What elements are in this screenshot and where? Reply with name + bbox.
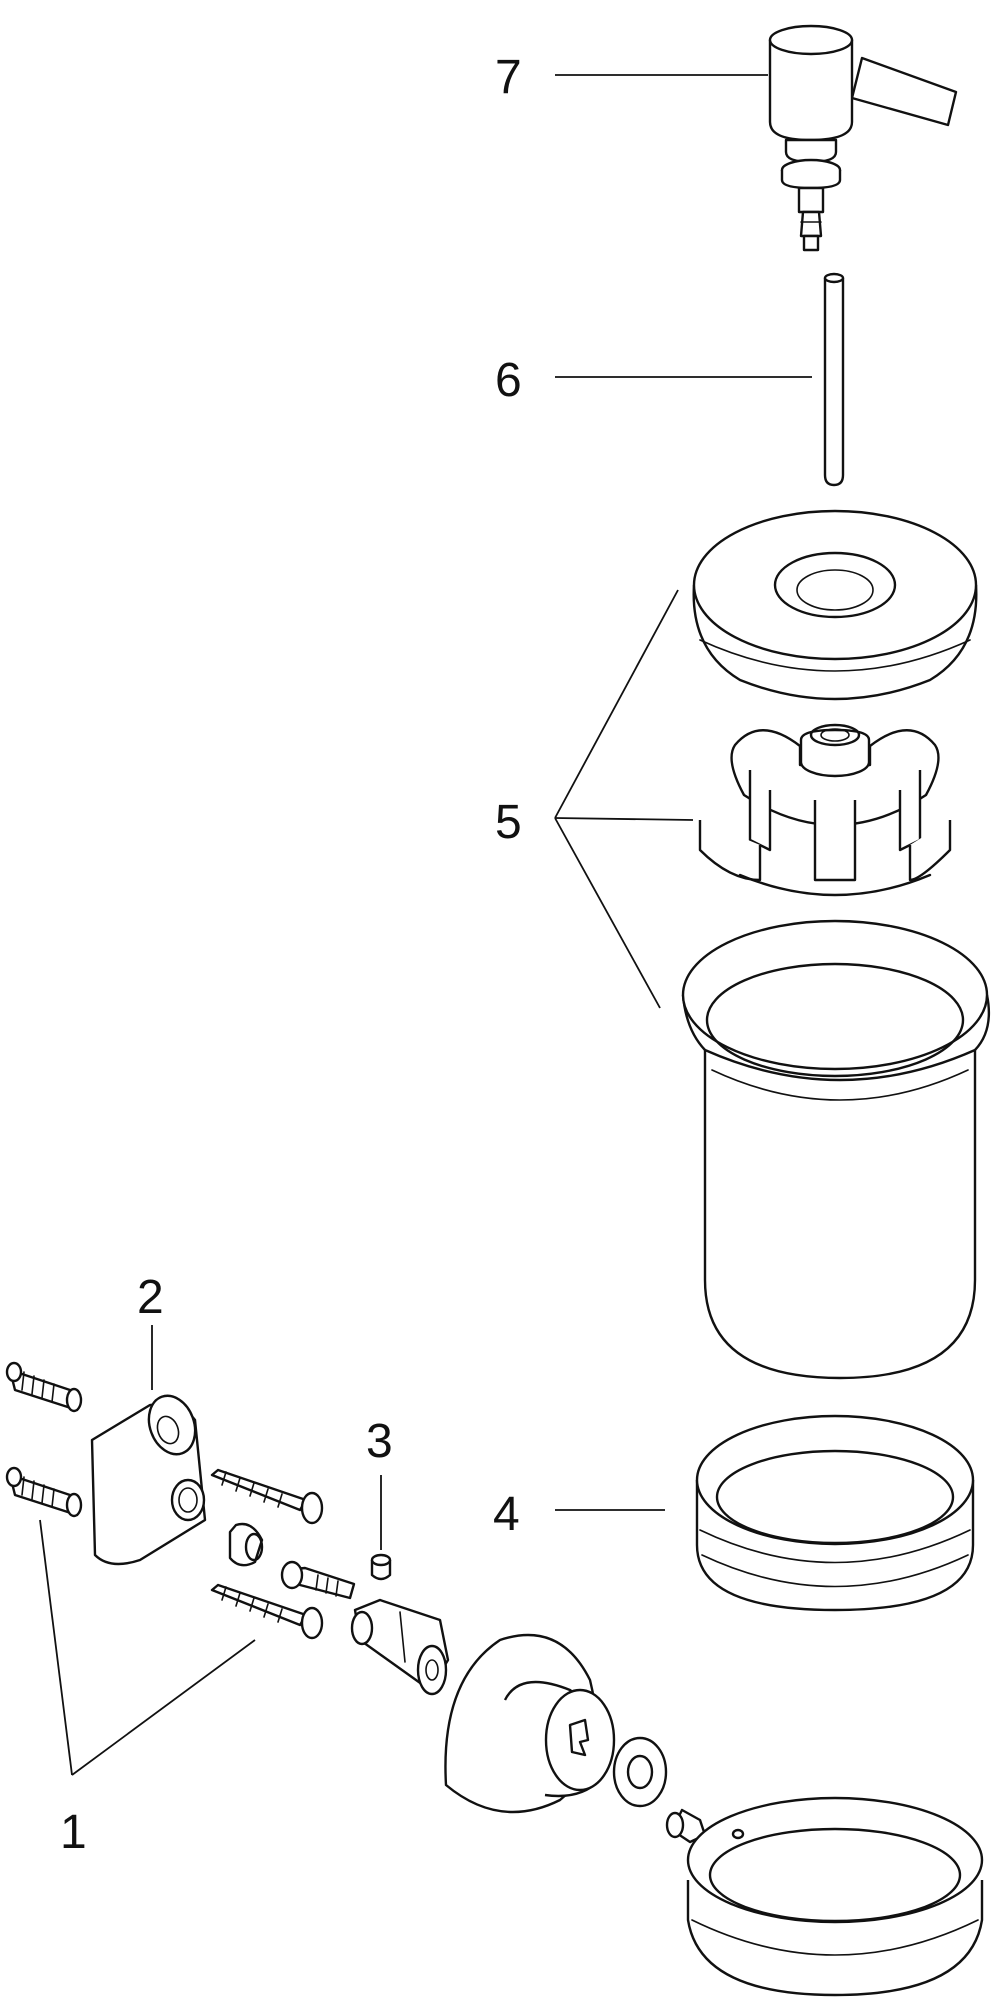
callout-6: 6	[495, 354, 522, 407]
leader-1b	[72, 1640, 255, 1775]
part-1-screws	[212, 1470, 322, 1638]
part-3-grub-screw	[372, 1555, 390, 1579]
part-6-dip-tube	[825, 274, 843, 485]
part-holder-ring	[667, 1798, 982, 1995]
callout-labels: 7 6 5 4 3 2 1	[60, 51, 522, 1859]
part-connector	[352, 1600, 448, 1694]
leader-5a	[555, 590, 678, 818]
part-5-glass-container	[683, 921, 989, 1378]
part-nut	[614, 1738, 666, 1806]
part-5-top-cap	[694, 511, 977, 699]
part-bushing	[230, 1524, 262, 1565]
callout-5: 5	[495, 796, 522, 849]
leader-5c	[555, 818, 660, 1008]
part-5-inner-insert	[700, 725, 950, 895]
leader-1a	[40, 1520, 72, 1775]
callout-4: 4	[493, 1488, 520, 1541]
leader-lines	[40, 75, 812, 1775]
part-bolt	[282, 1562, 354, 1598]
callout-3: 3	[366, 1415, 393, 1468]
part-2-wall-bracket	[92, 1389, 205, 1564]
callout-1: 1	[60, 1806, 87, 1859]
part-1-wall-plugs	[7, 1363, 81, 1516]
part-4-retaining-ring	[697, 1416, 973, 1610]
leader-5b	[555, 818, 693, 820]
callout-7: 7	[495, 51, 522, 104]
part-rosette	[445, 1635, 614, 1812]
callout-2: 2	[137, 1271, 164, 1324]
part-7-pump-head	[770, 26, 956, 250]
